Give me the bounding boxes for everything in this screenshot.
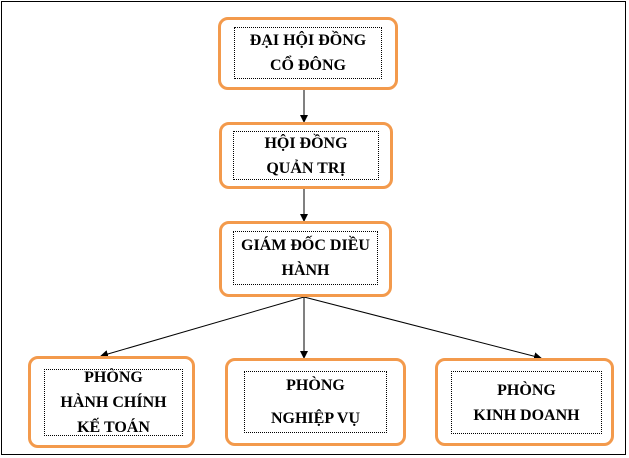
node-business-line-2: KINH DOANH: [473, 406, 580, 424]
node-admin-line-3: KẾ TOÁN: [77, 419, 150, 436]
node-operations: PHÒNG NGHIỆP VỤ: [225, 358, 406, 446]
node-ceo: GIÁM ĐỐC DIỀU HÀNH: [219, 221, 392, 297]
node-admin-inner: PHÒNG HÀNH CHÍNH KẾ TOÁN: [44, 369, 183, 436]
node-shareholders: ĐẠI HỘI ĐỒNG CỔ ĐÔNG: [218, 17, 398, 90]
node-board-line-2: QUẢN TRỊ: [266, 159, 346, 177]
node-ceo-line-2: HÀNH: [281, 262, 330, 279]
node-operations-line-2: NGHIỆP VỤ: [270, 410, 361, 427]
node-admin: PHÒNG HÀNH CHÍNH KẾ TOÁN: [28, 356, 195, 448]
arrow-ceo-to-business: [303, 296, 542, 361]
node-business: PHÒNG KINH DOANH: [435, 358, 614, 446]
node-business-inner: PHÒNG KINH DOANH: [451, 371, 602, 434]
node-shareholders-inner: ĐẠI HỘI ĐỒNG CỔ ĐÔNG: [234, 27, 382, 79]
arrow-ceo-to-admin: [100, 296, 305, 358]
node-admin-line-1: PHÒNG: [84, 369, 143, 386]
node-ceo-line-1: GIÁM ĐỐC DIỀU: [241, 237, 370, 254]
node-admin-line-2: HÀNH CHÍNH: [60, 394, 167, 411]
node-board-inner: HỘI ĐỒNG QUẢN TRỊ: [233, 131, 379, 180]
node-ceo-inner: GIÁM ĐỐC DIỀU HÀNH: [233, 231, 378, 285]
node-operations-inner: PHÒNG NGHIỆP VỤ: [244, 371, 387, 433]
node-shareholders-line-2: CỔ ĐÔNG: [270, 57, 346, 74]
node-operations-line-1: PHÒNG: [286, 377, 345, 394]
node-board-line-1: HỘI ĐỒNG: [264, 134, 348, 152]
node-shareholders-line-1: ĐẠI HỘI ĐỒNG: [249, 32, 367, 49]
node-board: HỘI ĐỒNG QUẢN TRỊ: [219, 122, 393, 189]
node-business-line-1: PHÒNG: [497, 381, 556, 399]
